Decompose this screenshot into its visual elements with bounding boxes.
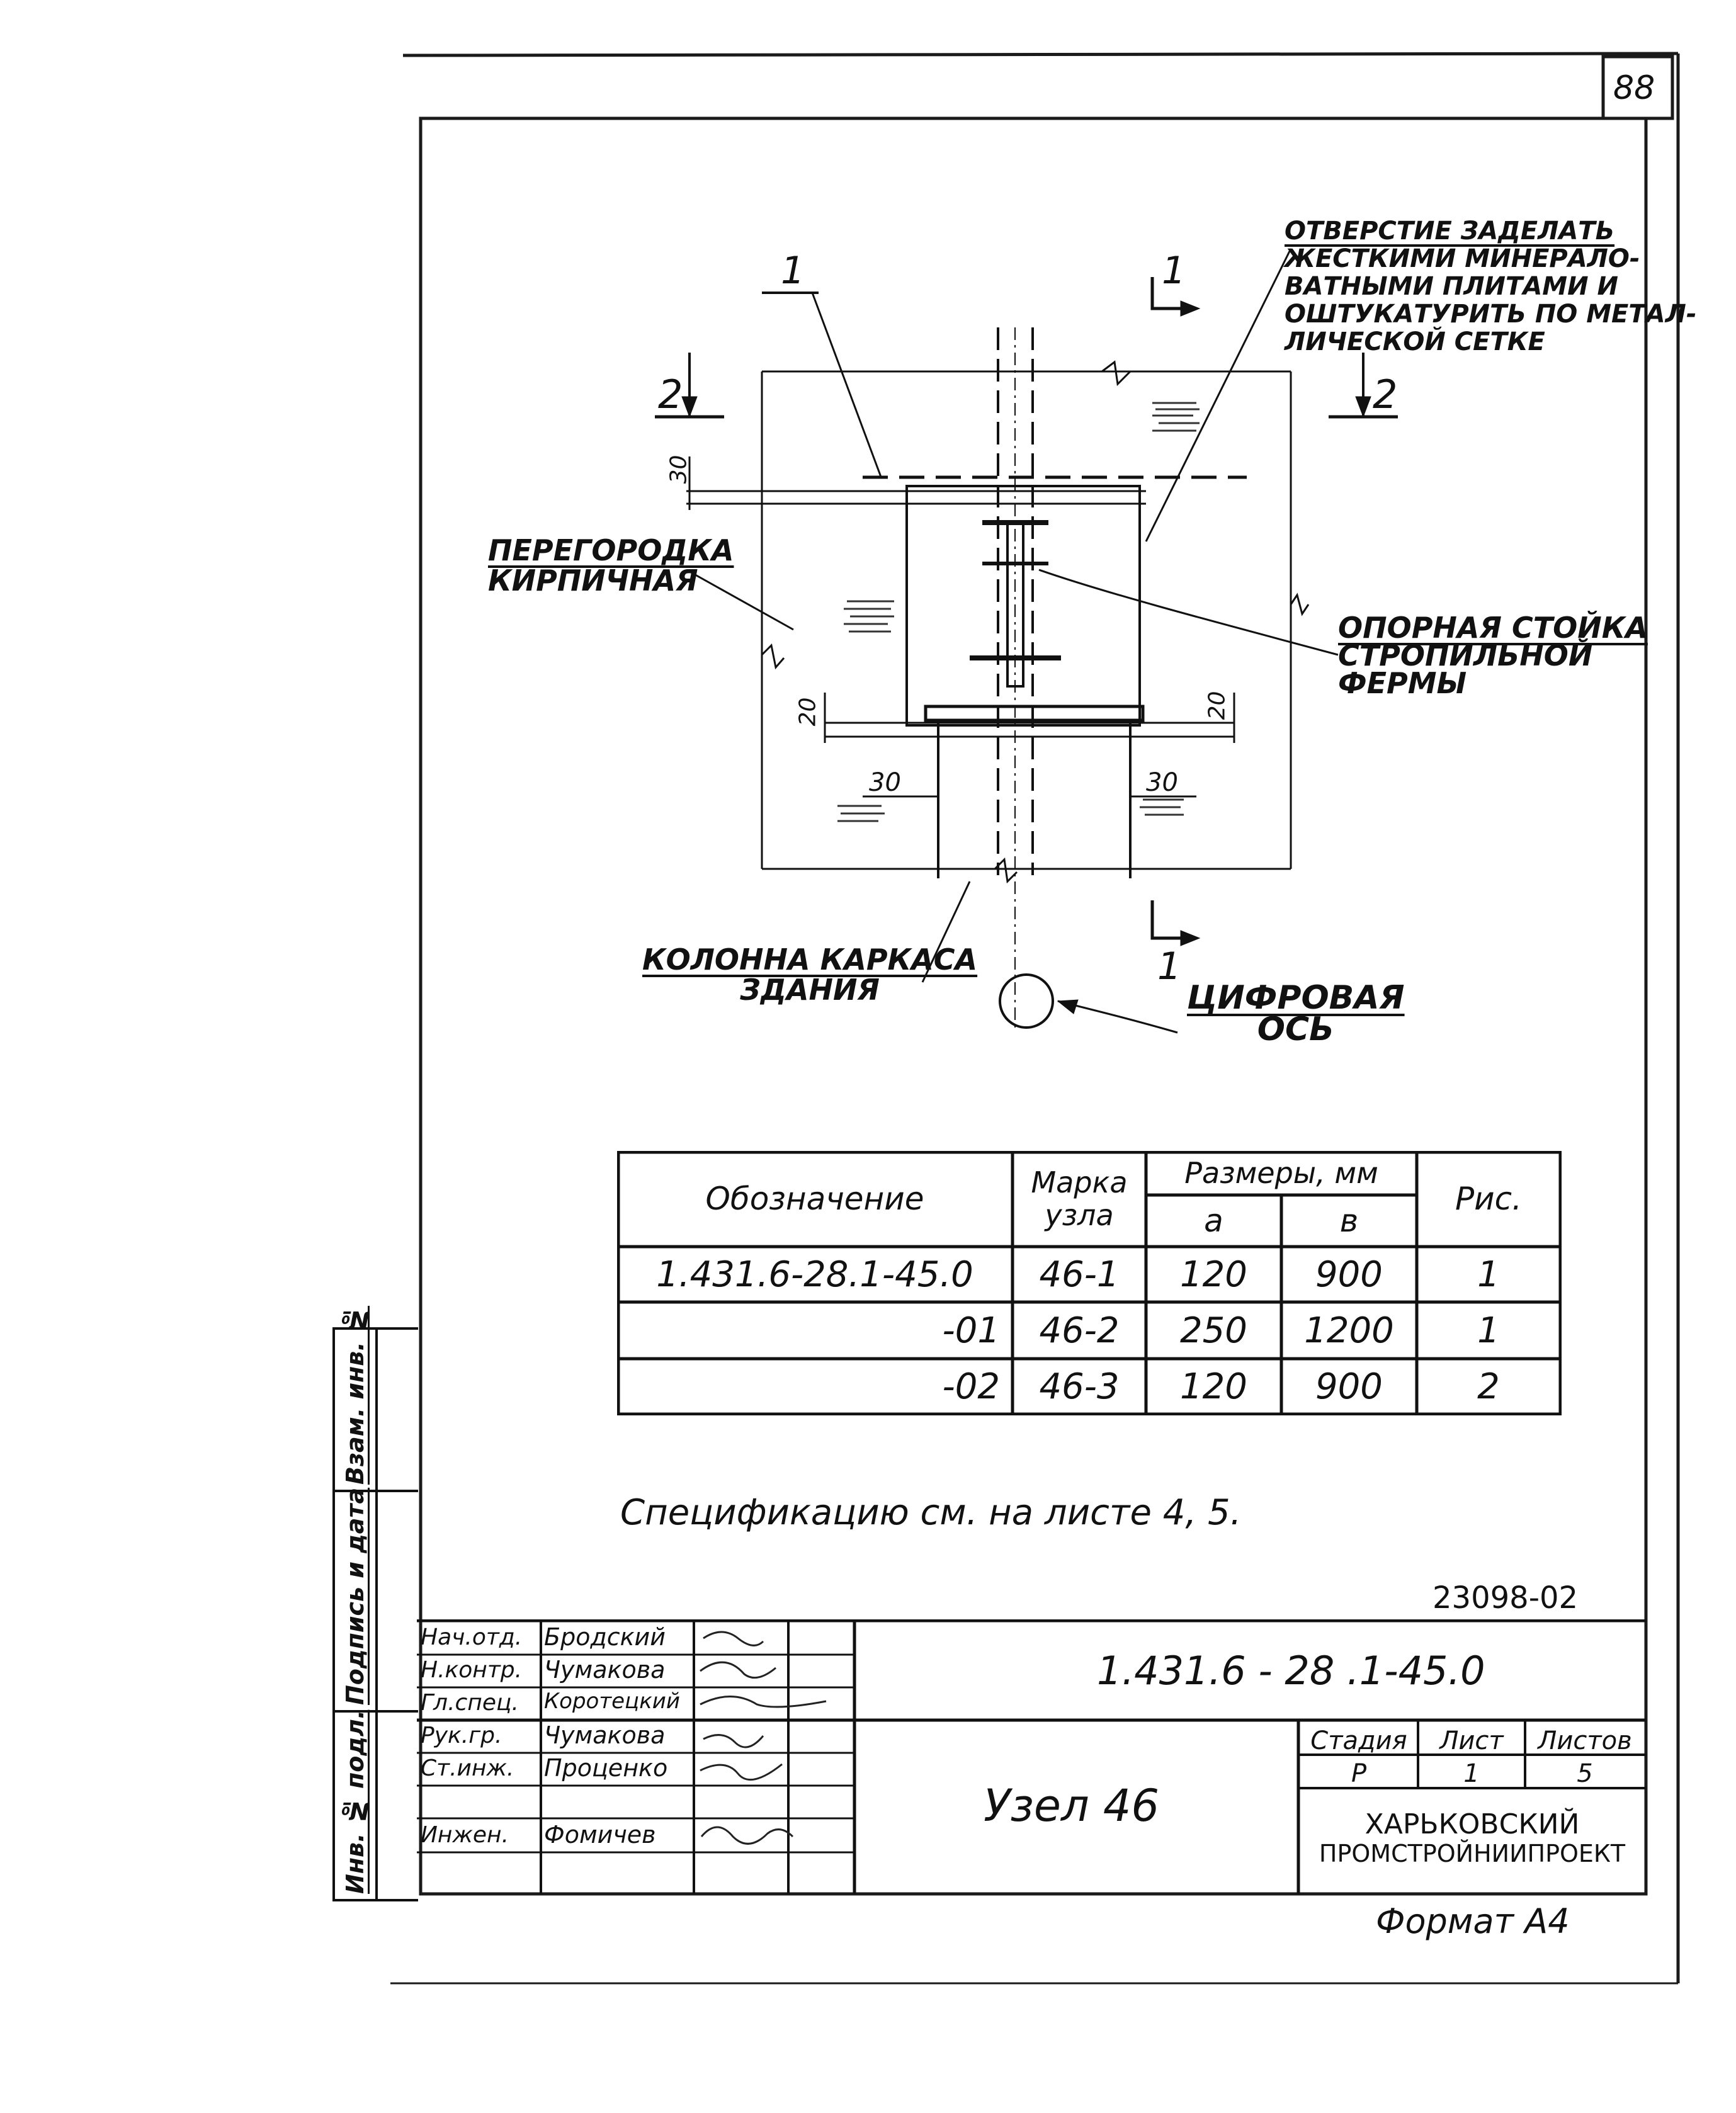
document-code: 1.431.6 - 28 .1-45.0: [1097, 1648, 1485, 1694]
name-1: Бродский: [544, 1623, 666, 1651]
dim-20-right: 20: [1204, 691, 1230, 720]
note-column-line-2: здания: [740, 973, 880, 1007]
side-inv-original: Инв. № подл.: [341, 1709, 369, 1894]
note-opening: Отверстие заделать жесткими минерало- ва…: [1285, 217, 1696, 356]
row-2-mark: 46-2: [1039, 1310, 1120, 1351]
header-designation: Обозначение: [705, 1181, 924, 1217]
note-support-line-1: Опорная стойка: [1338, 611, 1648, 645]
side-replaces-inv: Взам. инв. №: [341, 1305, 369, 1485]
note-partition-line-1: Перегородка: [488, 533, 734, 567]
stage-value: Р: [1351, 1759, 1367, 1788]
name-3: Коротецкий: [544, 1689, 680, 1714]
section-mark-bottom: 1: [1157, 944, 1182, 989]
row-1-designation: 1.431.6-28.1-45.0: [656, 1254, 973, 1295]
header-sizes: Размеры, мм: [1184, 1156, 1378, 1190]
dim-20-left: 20: [795, 697, 821, 727]
header-mark-line-1: Марка: [1031, 1165, 1128, 1199]
format-label: Формат А4: [1376, 1901, 1570, 1941]
note-opening-line-1: Отверстие заделать: [1285, 217, 1615, 246]
note-support-line-3: фермы: [1338, 666, 1467, 700]
note-opening-line-3: ватными плитами и: [1285, 272, 1618, 301]
base-plate: [924, 705, 1145, 722]
role-5: Ст.инж.: [421, 1755, 514, 1781]
organization-line-2: Промстройниипроект: [1319, 1840, 1626, 1867]
header-mark: Марка узла: [1013, 1151, 1146, 1247]
row-3-b: 900: [1315, 1366, 1383, 1407]
role-7: Инжен.: [421, 1822, 509, 1848]
note-opening-line-5: лической сетке: [1285, 327, 1545, 356]
spec-table-grid: [617, 1151, 1562, 1415]
note-partition: Перегородка кирпичная: [488, 535, 734, 596]
title-block-grid: [417, 1619, 1646, 1894]
dim-30-left: 30: [869, 768, 901, 797]
stage-label: Стадия: [1310, 1726, 1407, 1755]
side-strip: Взам. инв. № Подпись и дата Инв. № подл.: [332, 1305, 418, 1901]
note-partition-line-2: кирпичная: [488, 564, 698, 598]
name-2: Чумакова: [544, 1656, 666, 1684]
section-mark-2-left: 2: [658, 371, 683, 417]
note-column: Колонна каркаса здания: [642, 944, 977, 1005]
row-1-mark: 46-1: [1039, 1254, 1120, 1295]
dim-30-right: 30: [1146, 768, 1178, 797]
note-axis-line-2: ось: [1257, 1011, 1334, 1048]
note-column-line-1: Колонна каркаса: [642, 943, 978, 977]
archive-number: 23098-02: [1432, 1580, 1579, 1616]
role-3: Гл.спец.: [421, 1690, 519, 1716]
note-opening-line-2: жесткими минерало-: [1285, 244, 1640, 273]
opening-frame: [905, 485, 1141, 727]
dim-30-top: 30: [666, 455, 692, 484]
title-block: Нач.отд. Бродский Н.контр. Чумакова Гл.с…: [417, 1619, 1646, 1894]
name-5: Проценко: [544, 1754, 668, 1782]
role-1: Нач.отд.: [421, 1624, 523, 1650]
note-support-line-2: стропильной: [1338, 638, 1593, 672]
row-1-a: 120: [1180, 1254, 1247, 1295]
leader-label-1: 1: [781, 249, 805, 293]
section-mark-top: 1: [1162, 249, 1186, 293]
spec-note: Спецификацию см. на листе 4, 5.: [620, 1492, 1242, 1533]
axis-circle: [999, 973, 1054, 1029]
note-axis-line-1: Цифровая: [1187, 979, 1405, 1017]
row-2-a: 250: [1180, 1310, 1247, 1351]
row-3-mark: 46-3: [1039, 1366, 1120, 1407]
side-signature-date: Подпись и дата: [341, 1487, 369, 1705]
side-strip-grid: [332, 1327, 418, 1901]
role-2: Н.контр.: [421, 1657, 523, 1683]
sheets-label: Листов: [1538, 1726, 1632, 1755]
sheets-value: 5: [1577, 1759, 1593, 1788]
sheet-value: 1: [1463, 1759, 1480, 1788]
header-size-a: а: [1204, 1203, 1223, 1239]
header-fig: Рис.: [1455, 1181, 1523, 1217]
spec-table: Обозначение Марка узла Размеры, мм а в Р…: [617, 1151, 1562, 1415]
section-mark-2-right: 2: [1373, 371, 1398, 417]
row-3-a: 120: [1180, 1366, 1247, 1407]
row-2-designation: -01: [942, 1310, 1000, 1351]
row-2-fig: 1: [1477, 1310, 1500, 1351]
drawing-title: Узел 46: [984, 1780, 1160, 1832]
page-number: 88: [1613, 69, 1655, 107]
row-1-b: 900: [1315, 1254, 1383, 1295]
note-support: Опорная стойка стропильной фермы: [1338, 611, 1648, 700]
row-3-designation: -02: [942, 1366, 1000, 1407]
note-axis: Цифровая ось: [1187, 979, 1405, 1048]
name-7: Фомичев: [544, 1821, 656, 1849]
organization-line-1: Харьковский: [1364, 1808, 1580, 1840]
row-2-b: 1200: [1304, 1310, 1394, 1351]
sheet-label: Лист: [1439, 1726, 1504, 1755]
name-4: Чумакова: [544, 1721, 666, 1749]
row-3-fig: 2: [1477, 1366, 1500, 1407]
row-1-fig: 1: [1477, 1254, 1500, 1295]
header-size-b: в: [1339, 1203, 1359, 1239]
note-opening-line-4: оштукатурить по метал-: [1285, 300, 1697, 329]
header-mark-line-2: узла: [1045, 1198, 1114, 1232]
role-4: Рук.гр.: [421, 1723, 502, 1748]
